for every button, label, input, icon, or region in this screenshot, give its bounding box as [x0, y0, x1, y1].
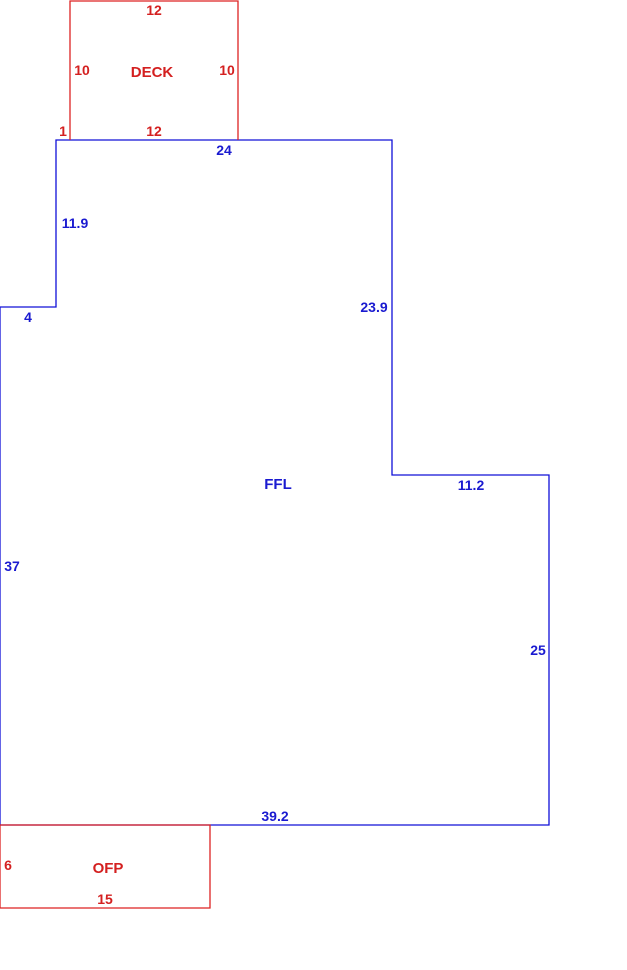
- deck-top-dimension: 12: [146, 2, 162, 18]
- deck-right-dimension: 10: [219, 62, 235, 78]
- ofp-area-label: OFP: [93, 860, 124, 877]
- ffl-bottom-dimension: 39.2: [261, 808, 288, 824]
- ffl-step-right-dimension: 11.2: [458, 477, 485, 493]
- deck-bottom-dimension: 12: [146, 123, 162, 139]
- ffl-step-dimension: 4: [24, 309, 32, 325]
- ofp-outline: [0, 824, 211, 909]
- ffl-outline: [0, 139, 550, 826]
- ffl-left-dimension: 37: [4, 558, 20, 574]
- ofp-left-dimension: 6: [4, 857, 12, 873]
- deck-left-dimension: 10: [74, 62, 90, 78]
- ffl-left-upper-dimension: 11.9: [62, 215, 89, 231]
- ffl-top-dimension: 24: [216, 142, 232, 158]
- ffl-area-label: FFL: [264, 476, 292, 493]
- ffl-right-upper-dimension: 23.9: [360, 299, 387, 315]
- ofp-bottom-dimension: 15: [97, 891, 113, 907]
- deck-offset-dimension: 1: [59, 123, 67, 139]
- deck-area-label: DECK: [131, 64, 174, 81]
- ffl-right-lower-dimension: 25: [530, 642, 546, 658]
- deck-outline: [69, 0, 239, 140]
